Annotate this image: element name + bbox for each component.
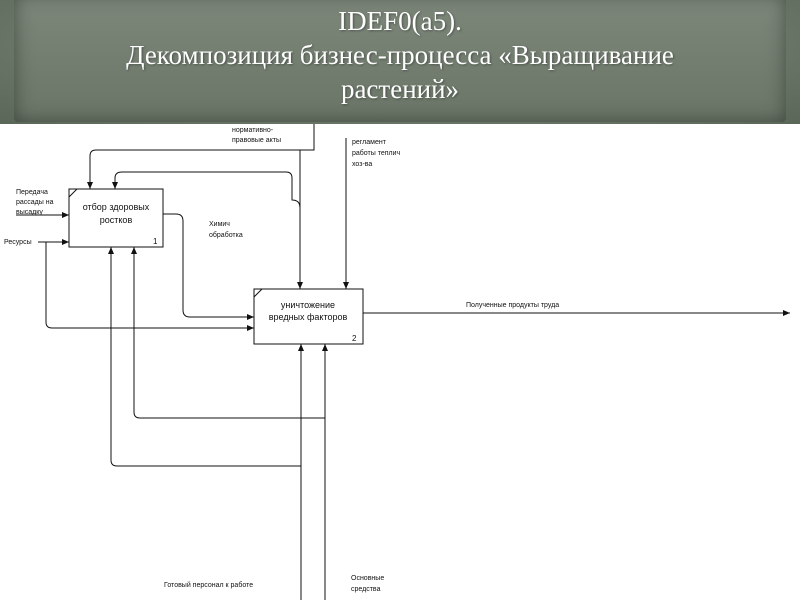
- title-line-2: Декомпозиция бизнес-процесса «Выращивани…: [126, 40, 674, 70]
- label-transfer-2: рассады на: [16, 199, 54, 206]
- label-reglament-2: работы теплич: [352, 149, 401, 157]
- box-1-label-line-2: ростков: [100, 215, 133, 225]
- arrow-assets-to-box-1: [131, 247, 325, 419]
- idef0-diagram: отбор здоровых ростков 1 уничтожение вре…: [4, 124, 790, 600]
- box-2-number: 2: [352, 334, 357, 343]
- arrow-legal-acts-to-box-2: [297, 124, 315, 289]
- activity-box-1: [68, 188, 164, 248]
- title-line-3: растений»: [340, 74, 460, 104]
- arrow-resources-to-box-2: [45, 242, 254, 331]
- label-transfer-3: высадку: [16, 209, 43, 216]
- slide-title: IDEF0(а5). Декомпозиция бизнес-процесса …: [0, 4, 800, 106]
- box-2-label-line-1: уничтожение: [281, 300, 335, 310]
- label-chem-2: обработка: [209, 231, 243, 239]
- label-output-products: Полученные продукты труда: [466, 302, 559, 309]
- label-legal-acts-2: правовые акты: [232, 137, 281, 144]
- label-staff: Готовый персонал к работе: [164, 581, 253, 589]
- box-1-number: 1: [153, 237, 158, 246]
- label-resources: Ресурсы: [4, 239, 32, 246]
- label-transfer-1: Передача: [16, 189, 48, 196]
- arrow-chem-treatment: [163, 213, 254, 320]
- label-legal-acts-1: нормативно-: [232, 127, 274, 134]
- box-2-corner-mark: [253, 288, 263, 298]
- arrow-control-to-box-1: [87, 149, 300, 189]
- box-1-label-line-1: отбор здоровых: [83, 202, 150, 212]
- label-reglament-1: регламент: [352, 139, 387, 146]
- idef0-diagram-canvas: отбор здоровых ростков 1 уничтожение вре…: [0, 124, 800, 600]
- label-chem-1: Химич: [209, 221, 230, 228]
- arrow-regulation-to-box-1: [112, 171, 301, 209]
- label-assets-2: средства: [351, 586, 381, 593]
- label-reglament-3: хоз-ва: [352, 161, 372, 168]
- header-frame: [14, 0, 786, 122]
- slide-header: IDEF0(а5). Декомпозиция бизнес-процесса …: [0, 0, 800, 124]
- box-1-corner-mark: [68, 188, 78, 198]
- title-line-1: IDEF0(а5).: [338, 6, 462, 36]
- arrow-staff-to-box-1: [108, 247, 301, 467]
- label-assets-1: Основные: [351, 575, 384, 582]
- box-2-label-line-2: вредных факторов: [269, 312, 348, 322]
